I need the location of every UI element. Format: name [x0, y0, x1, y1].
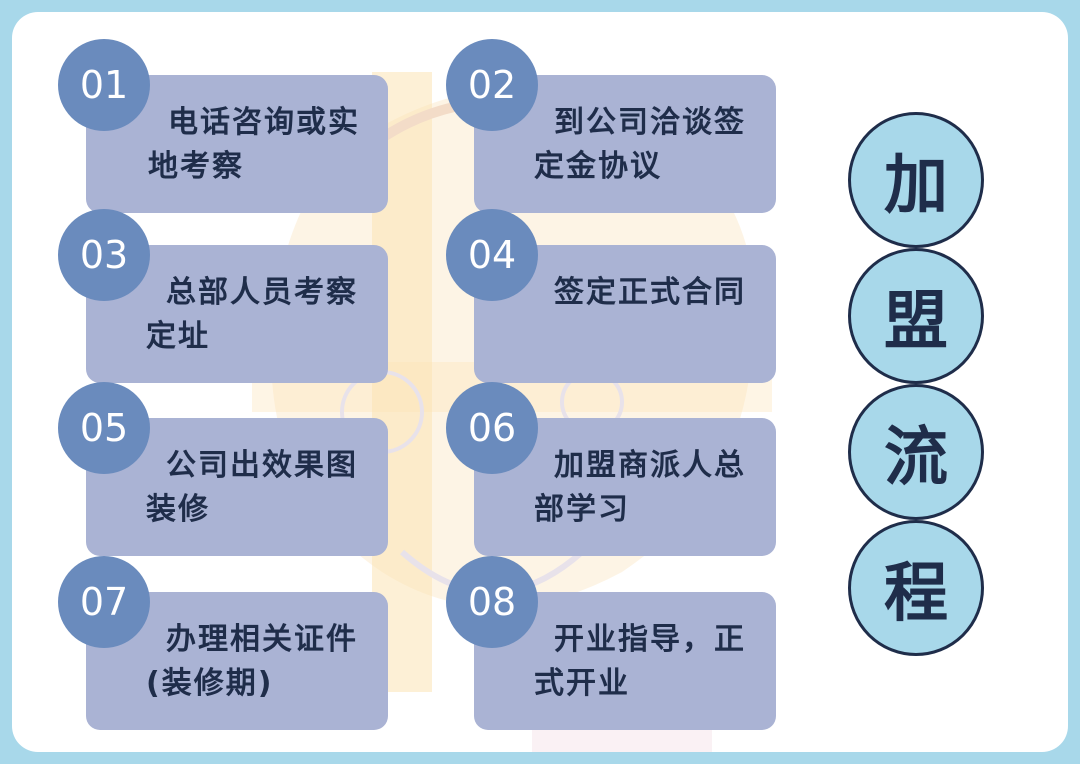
step-label: 电话咨询或实地考察: [148, 105, 360, 184]
step-number-badge: 03: [58, 209, 150, 301]
step-card-02: 02 到公司洽谈签定金协议: [446, 39, 776, 213]
step-label: 加盟商派人总部学习: [534, 448, 746, 527]
step-card-05: 05 公司出效果图装修: [58, 382, 388, 556]
title-char-4: 程: [848, 520, 984, 656]
step-number-badge: 02: [446, 39, 538, 131]
step-card-06: 06 加盟商派人总部学习: [446, 382, 776, 556]
step-number-badge: 04: [446, 209, 538, 301]
step-card-01: 01 电话咨询或实地考察: [58, 39, 388, 213]
step-card-03: 03 总部人员考察定址: [58, 209, 388, 383]
step-number-badge: 07: [58, 556, 150, 648]
step-card-08: 08 开业指导，正式开业: [446, 556, 776, 730]
step-card-04: 04 签定正式合同: [446, 209, 776, 383]
title-char-1: 加: [848, 112, 984, 248]
step-number-badge: 06: [446, 382, 538, 474]
step-label: 到公司洽谈签定金协议: [534, 105, 746, 184]
step-number-badge: 01: [58, 39, 150, 131]
title-char-3: 流: [848, 384, 984, 520]
step-number-badge: 08: [446, 556, 538, 648]
step-number-badge: 05: [58, 382, 150, 474]
step-label: 总部人员考察定址: [146, 275, 358, 354]
step-label: 公司出效果图装修: [146, 448, 358, 527]
title-char-2: 盟: [848, 248, 984, 384]
step-label: 签定正式合同: [554, 275, 746, 310]
step-label: 开业指导，正式开业: [534, 622, 746, 701]
step-label: 办理相关证件(装修期): [146, 622, 358, 701]
step-card-07: 07 办理相关证件(装修期): [58, 556, 388, 730]
